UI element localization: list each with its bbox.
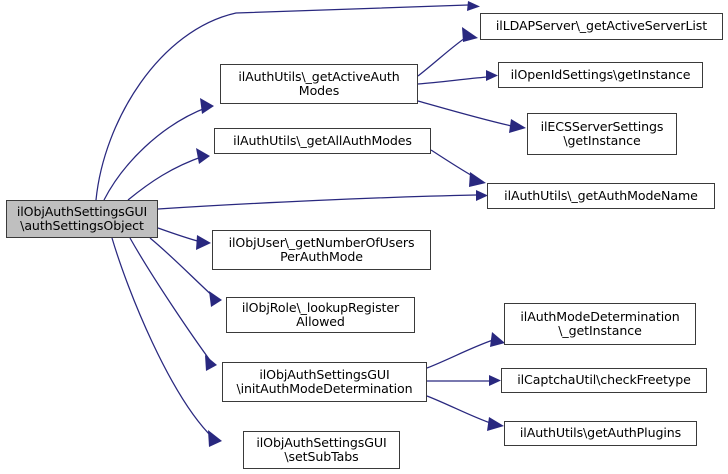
graph-node-get-auth-plugins[interactable]: ilAuthUtils\getAuthPlugins (504, 421, 697, 446)
call-edge (430, 149, 477, 179)
call-edge (157, 227, 202, 243)
call-edge (417, 35, 469, 77)
graph-node-ecs-server-settings-get-instance[interactable]: ilECSServerSettings \getInstance (527, 113, 677, 155)
arrow-head-icon (469, 172, 486, 187)
call-edge (111, 237, 214, 439)
arrow-head-icon (487, 417, 504, 431)
call-edge (426, 339, 494, 369)
arrow-head-icon (196, 235, 211, 250)
call-edge (95, 4, 469, 201)
call-edge (157, 194, 477, 210)
arrow-head-icon (509, 119, 526, 133)
call-edge (417, 76, 488, 85)
call-edge (127, 155, 205, 201)
graph-node-auth-mode-determination-get-instance[interactable]: ilAuthModeDetermination \_getInstance (504, 303, 696, 345)
arrow-head-icon (205, 355, 217, 371)
graph-node-set-sub-tabs[interactable]: ilObjAuthSettingsGUI \setSubTabs (243, 431, 400, 469)
arrow-head-icon (490, 332, 505, 347)
call-edge (129, 237, 213, 364)
graph-node-get-active-auth-modes[interactable]: ilAuthUtils\_getActiveAuth Modes (220, 64, 418, 104)
call-edge (417, 100, 517, 128)
arrow-head-icon (467, 1, 480, 11)
graph-node-captcha-check-freetype[interactable]: ilCaptchaUtil\checkFreetype (501, 368, 707, 393)
graph-node-get-number-of-users-per-auth-mode[interactable]: ilObjUser\_getNumberOfUsers PerAuthMode (212, 230, 431, 270)
graph-node-openid-get-instance[interactable]: ilOpenIdSettings\getInstance (498, 62, 703, 88)
arrow-head-icon (486, 70, 498, 81)
arrow-head-icon (200, 98, 214, 114)
graph-node-ldap-get-active-server-list[interactable]: ilLDAPServer\_getActiveServerList (480, 13, 723, 40)
graph-node-get-auth-mode-name[interactable]: ilAuthUtils\_getAuthModeName (487, 183, 715, 209)
call-edge (426, 395, 494, 425)
arrow-head-icon (476, 190, 488, 201)
call-edge (103, 106, 209, 201)
graph-node-init-auth-mode-determination[interactable]: ilObjAuthSettingsGUI \initAuthModeDeterm… (222, 362, 427, 402)
graph-node-lookup-register-allowed[interactable]: ilObjRole\_lookupRegister Allowed (226, 297, 415, 333)
call-edge (149, 237, 217, 300)
arrow-head-icon (208, 430, 222, 447)
arrow-head-icon (462, 27, 478, 42)
arrow-head-icon (209, 291, 222, 307)
graph-node-get-all-auth-modes[interactable]: ilAuthUtils\_getAllAuthModes (214, 128, 431, 154)
graph-root-node[interactable]: ilObjAuthSettingsGUI \authSettingsObject (6, 200, 158, 238)
arrow-head-icon (489, 375, 501, 386)
arrow-head-icon (196, 148, 210, 164)
